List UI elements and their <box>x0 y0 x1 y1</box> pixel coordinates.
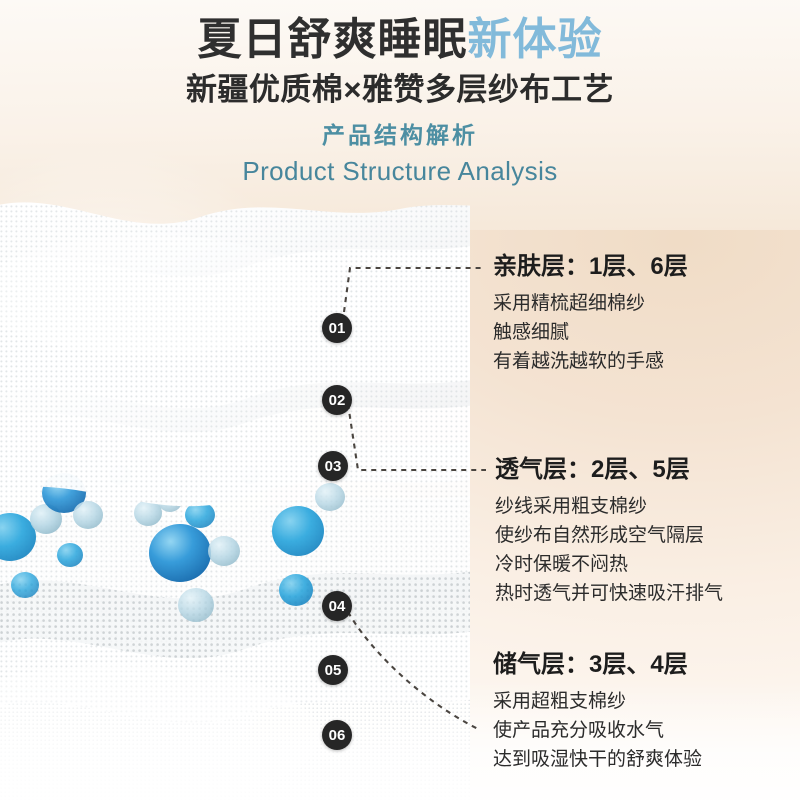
layer-badge-03[interactable]: 03 <box>318 451 348 481</box>
layer-badge-04[interactable]: 04 <box>322 591 352 621</box>
page-title-dark: 夏日舒爽睡眠 <box>197 15 468 64</box>
info-block-title: 储气层：3层、4层 <box>493 651 688 678</box>
info-block-skin-layer: 亲肤层：1层、6层 采用精梳超细棉纱 触感细腻 有着越洗越软的手感 <box>493 252 688 376</box>
layer-badge-01[interactable]: 01 <box>322 313 352 343</box>
info-block-line: 使纱布自然形成空气隔层 <box>495 525 705 546</box>
info-block-air-storage-layer: 储气层：3层、4层 采用超粗支棉纱 使产品充分吸收水气 达到吸湿快干的舒爽体验 <box>493 650 702 774</box>
header: 夏日舒爽睡眠新体验 新疆优质棉×雅赞多层纱布工艺 产品结构解析 Product … <box>0 0 800 188</box>
info-block-title: 透气层：2层、5层 <box>495 456 690 483</box>
info-block-line: 采用精梳超细棉纱 <box>493 293 646 314</box>
page-title-accent: 新体验 <box>467 15 603 64</box>
layer-badge-06[interactable]: 06 <box>322 720 352 750</box>
info-block-line: 冷时保暖不闷热 <box>495 554 629 575</box>
section-title-cn: 产品结构解析 <box>322 122 478 148</box>
info-block-line: 热时透气并可快速吸汗排气 <box>495 583 724 604</box>
section-title-en: Product Structure Analysis <box>242 156 558 186</box>
info-block-line: 触感细腻 <box>493 322 570 343</box>
info-block-line: 达到吸湿快干的舒爽体验 <box>493 749 703 770</box>
layer-badge-02[interactable]: 02 <box>322 385 352 415</box>
info-block-line: 纱线采用粗支棉纱 <box>495 496 648 517</box>
page-title: 夏日舒爽睡眠新体验 <box>0 14 800 66</box>
layer-badge-05[interactable]: 05 <box>318 655 348 685</box>
page-subtitle: 新疆优质棉×雅赞多层纱布工艺 <box>185 72 615 107</box>
info-block-line: 使产品充分吸收水气 <box>493 720 665 741</box>
info-block-line: 有着越洗越软的手感 <box>493 351 665 372</box>
info-block-breathable-layer: 透气层：2层、5层 纱线采用粗支棉纱 使纱布自然形成空气隔层 冷时保暖不闷热 热… <box>495 455 723 608</box>
info-block-title: 亲肤层：1层、6层 <box>493 253 688 280</box>
info-block-line: 采用超粗支棉纱 <box>493 691 627 712</box>
